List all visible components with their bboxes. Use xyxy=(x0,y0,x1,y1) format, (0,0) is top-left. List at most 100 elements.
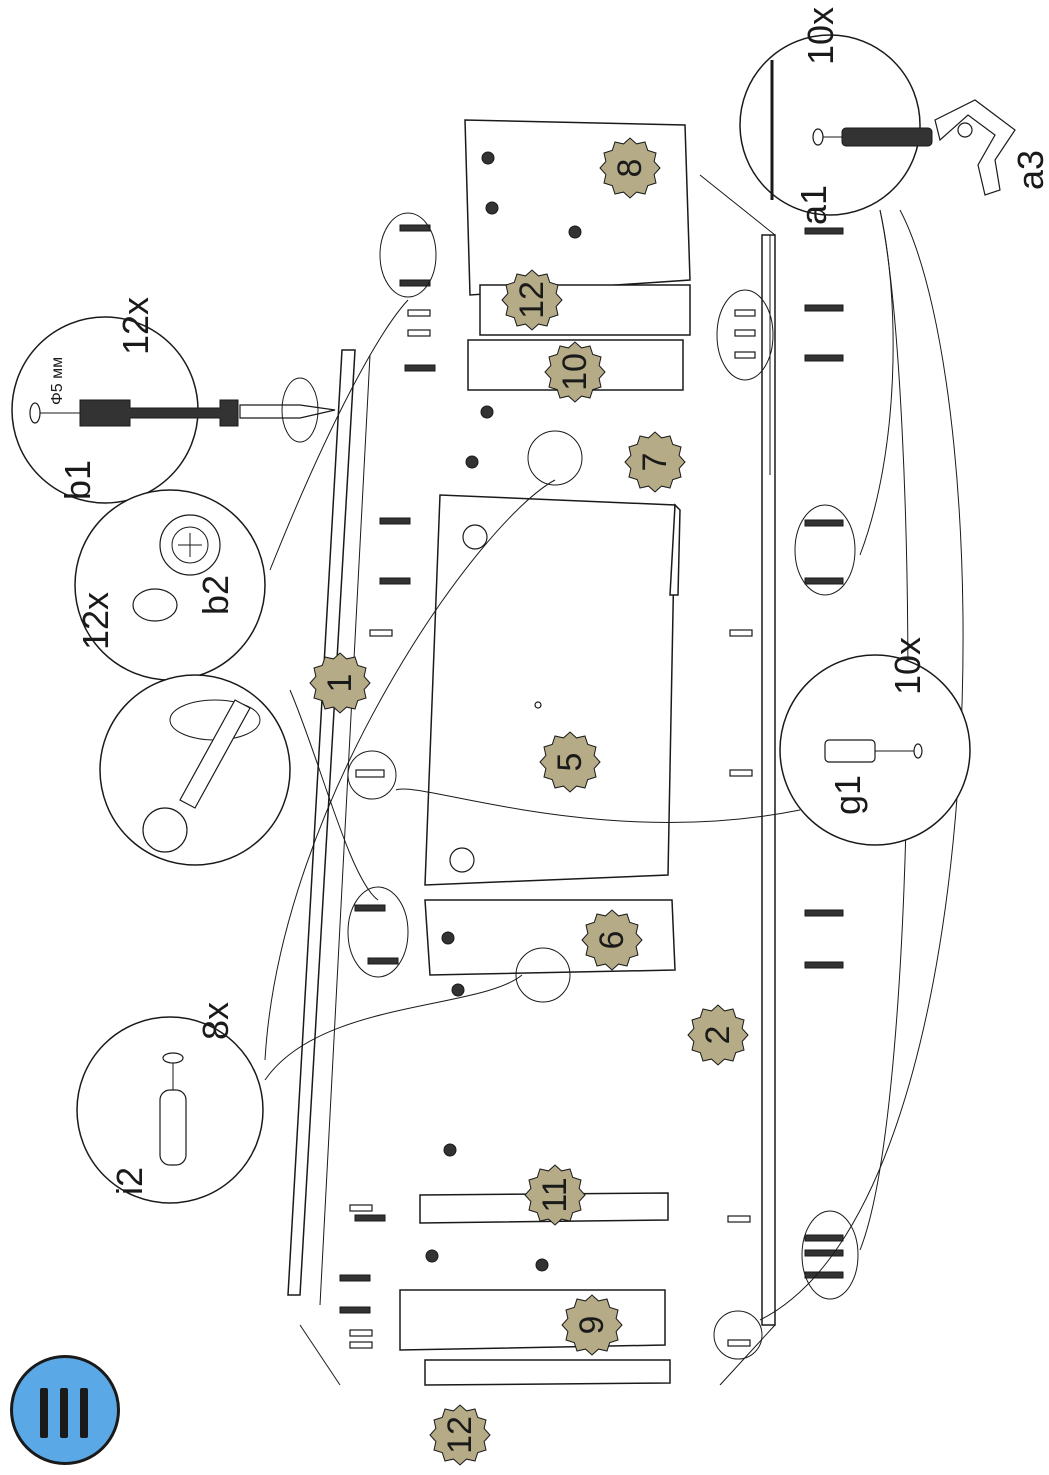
menu-icon-bar xyxy=(60,1388,68,1438)
rotate-arrow-icon xyxy=(281,377,319,443)
part-badge-shape xyxy=(429,1404,491,1466)
part-badge-number: 10 xyxy=(556,353,594,391)
part-badge-p6: 6 xyxy=(581,909,643,971)
g1-quantity: 10x xyxy=(887,637,928,695)
callout-rotate-cam xyxy=(99,674,291,866)
part-badge-p7: 7 xyxy=(624,431,686,493)
i2-quantity: 8x xyxy=(195,1002,236,1040)
cam-pin xyxy=(354,904,386,912)
part-badge-shape xyxy=(539,731,601,793)
cam-lock xyxy=(481,151,495,165)
dowel xyxy=(727,1215,751,1223)
screw xyxy=(804,577,844,585)
cam-pin xyxy=(339,1274,371,1282)
callout-b2: b2 12x xyxy=(74,489,266,681)
dowel xyxy=(349,1204,373,1212)
dowel xyxy=(734,351,756,359)
part-badge-p2: 2 xyxy=(687,1004,749,1066)
part-badge-p5: 5 xyxy=(539,731,601,793)
dowel xyxy=(349,1329,373,1337)
cam-lock xyxy=(568,225,582,239)
a1-code: a1 xyxy=(793,185,834,225)
part-badge-shape xyxy=(524,1164,586,1226)
part-badge-shape xyxy=(687,1004,749,1066)
part-badge-number: 12 xyxy=(441,1416,479,1454)
part-badge-number: 8 xyxy=(611,159,649,178)
part-badge-p10: 10 xyxy=(544,341,606,403)
part-badge-p12b: 12 xyxy=(429,1404,491,1466)
shelf-pin-icon xyxy=(159,1089,187,1166)
confirmat-screw-icon xyxy=(841,127,933,147)
part-badge-number: 5 xyxy=(551,753,589,772)
cam-lock xyxy=(451,983,465,997)
panel-5 xyxy=(424,494,676,886)
part-badge-number: 6 xyxy=(593,931,631,950)
panel-2 xyxy=(761,234,776,1326)
cam-lock xyxy=(441,931,455,945)
dowel xyxy=(729,629,753,637)
cam-lock xyxy=(443,1143,457,1157)
dowel xyxy=(407,329,431,337)
part-badge-number: 1 xyxy=(321,674,359,693)
screw xyxy=(804,227,844,235)
dowel xyxy=(727,1339,751,1347)
part-badge-p11: 11 xyxy=(524,1164,586,1226)
part-badge-shape xyxy=(501,269,563,331)
panel-12-left xyxy=(424,1359,671,1386)
b1-quantity: 12x xyxy=(115,297,156,355)
b2-quantity: 12x xyxy=(75,592,116,650)
b1-code: b1 xyxy=(57,460,98,500)
a1-quantity: 10x xyxy=(800,7,841,65)
part-badge-shape xyxy=(599,137,661,199)
cam-pin xyxy=(399,224,431,232)
part-badge-p1: 1 xyxy=(309,652,371,714)
i2-code: i2 xyxy=(109,1167,150,1195)
screw xyxy=(804,304,844,312)
cam-lock xyxy=(485,201,499,215)
screw xyxy=(804,519,844,527)
part-badge-shape xyxy=(624,431,686,493)
screw xyxy=(804,1271,844,1279)
part-badge-number: 2 xyxy=(699,1026,737,1045)
cam-pin xyxy=(399,279,431,287)
dowel xyxy=(729,769,753,777)
cam-screw-icon xyxy=(79,399,239,427)
dowel xyxy=(369,629,393,637)
screw xyxy=(804,909,844,917)
cam-pin xyxy=(339,1306,371,1314)
panel-7 xyxy=(669,503,681,596)
part-badge-shape xyxy=(561,1294,623,1356)
part-badge-p12a: 12 xyxy=(501,269,563,331)
cam-pin xyxy=(367,957,399,965)
part-badge-p9: 9 xyxy=(561,1294,623,1356)
part-badge-shape xyxy=(309,652,371,714)
cam-pin xyxy=(404,364,436,372)
assembly-drawing xyxy=(287,119,776,1386)
part-badge-shape xyxy=(581,909,643,971)
cam-lock xyxy=(480,405,494,419)
part-badge-shape xyxy=(544,341,606,403)
screwdriver-icon xyxy=(179,699,251,809)
dowel-icon xyxy=(824,739,876,763)
screw xyxy=(804,1249,844,1257)
cam-lock-icon xyxy=(142,807,188,853)
dowel xyxy=(734,329,756,337)
cam-pin xyxy=(379,577,411,585)
dowel xyxy=(349,1341,373,1349)
cam-pin xyxy=(354,1214,386,1222)
cam-lock xyxy=(465,455,479,469)
screw xyxy=(804,354,844,362)
part-badge-number: 11 xyxy=(536,1177,574,1212)
panel-8 xyxy=(464,119,691,296)
dowel xyxy=(734,309,756,317)
cam-pin xyxy=(379,517,411,525)
part-badge-p8: 8 xyxy=(599,137,661,199)
menu-icon-bar xyxy=(80,1388,88,1438)
part-badge-number: 7 xyxy=(636,453,674,472)
menu-button[interactable] xyxy=(10,1355,120,1465)
hamburger-menu-icon xyxy=(40,1388,48,1438)
screw xyxy=(804,961,844,969)
callout-b1: b1 12x Φ5 мм xyxy=(11,297,336,504)
